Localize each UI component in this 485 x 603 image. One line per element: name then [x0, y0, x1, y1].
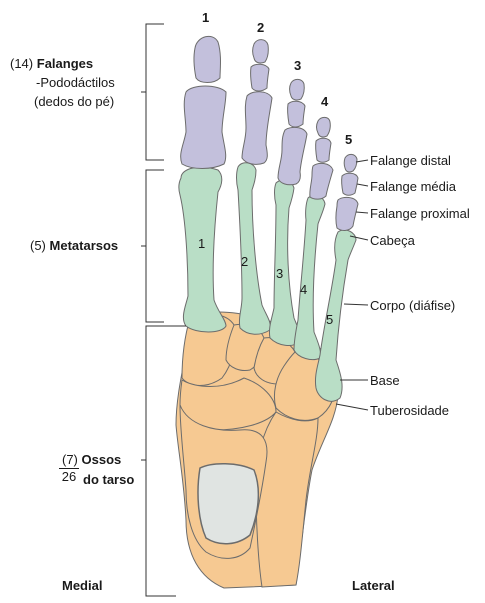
toe5-proximal-phalanx — [336, 197, 358, 230]
label-tuberosidade: Tuberosidade — [370, 403, 449, 418]
label-falange-proximal: Falange proximal — [370, 206, 470, 221]
toe2-proximal-phalanx — [242, 92, 272, 165]
leader-tuberosity — [336, 404, 368, 410]
tarsals-title1: Ossos — [82, 452, 122, 467]
metatarsal-number-4: 4 — [300, 282, 307, 297]
metatarsal-3 — [269, 180, 300, 345]
orientation-medial: Medial — [62, 578, 102, 593]
toe1-proximal-phalanx — [181, 86, 226, 169]
toe3-proximal-phalanx — [278, 127, 307, 184]
calcaneus — [256, 412, 318, 587]
toe-number-1: 1 — [202, 10, 209, 25]
talus-articular-surface — [198, 464, 258, 544]
tarsals-label-line1: (7) Ossos — [62, 452, 121, 467]
toe3-distal-phalanx — [290, 79, 305, 100]
metatarsal-2 — [237, 163, 271, 335]
label-falange-distal: Falange distal — [370, 153, 451, 168]
label-base: Base — [370, 373, 400, 388]
toe-number-4: 4 — [321, 94, 328, 109]
toe5-distal-phalanx — [344, 154, 357, 172]
metatarsals-label: (5) Metatarsos — [30, 238, 118, 253]
phalanges-bracket — [141, 24, 164, 160]
leader-middle — [357, 184, 368, 186]
label-falange-media: Falange média — [370, 179, 456, 194]
tarsals-total-value: 26 — [59, 469, 79, 484]
orientation-lateral: Lateral — [352, 578, 395, 593]
toe2-middle-phalanx — [251, 64, 269, 91]
tarsals-total: 26 — [59, 468, 79, 484]
toe-number-3: 3 — [294, 58, 301, 73]
metatarsals-count: (5) — [30, 238, 46, 253]
phalanges-subtitle-2: (dedos do pé) — [34, 94, 114, 109]
metatarsal-4 — [294, 196, 325, 360]
toe3-middle-phalanx — [288, 101, 305, 127]
phalanges-count: (14) — [10, 56, 33, 71]
phalanges-title: Falanges — [37, 56, 93, 71]
toe1-distal-phalanx — [194, 36, 221, 82]
phalanges-subtitle: -Pododáctilos — [36, 75, 115, 90]
toe4-proximal-phalanx — [310, 163, 333, 199]
toe5-middle-phalanx — [342, 173, 358, 195]
toe2-distal-phalanx — [253, 40, 269, 63]
toe-number-5: 5 — [345, 132, 352, 147]
toe4-distal-phalanx — [317, 117, 331, 137]
label-corpo: Corpo (diáfise) — [370, 298, 455, 313]
phalanges-label: (14) Falanges — [10, 56, 93, 71]
leader-body — [344, 304, 368, 305]
metatarsal-number-5: 5 — [326, 312, 333, 327]
metatarsals-title: Metatarsos — [50, 238, 119, 253]
metatarsal-number-2: 2 — [241, 254, 248, 269]
leader-distal — [356, 160, 368, 162]
toe4-middle-phalanx — [316, 138, 331, 162]
group-brackets — [141, 24, 186, 596]
metatarsal-number-1: 1 — [198, 236, 205, 251]
toe-number-2: 2 — [257, 20, 264, 35]
leader-proximal — [356, 212, 368, 213]
metatarsal-5 — [315, 230, 356, 401]
metatarsal-number-3: 3 — [276, 266, 283, 281]
tarsals-count: (7) — [62, 452, 78, 467]
tarsals-bracket — [141, 326, 186, 596]
tarsals-title2: do tarso — [83, 472, 134, 487]
metatarsals-bracket — [141, 170, 164, 322]
label-cabeca: Cabeça — [370, 233, 415, 248]
